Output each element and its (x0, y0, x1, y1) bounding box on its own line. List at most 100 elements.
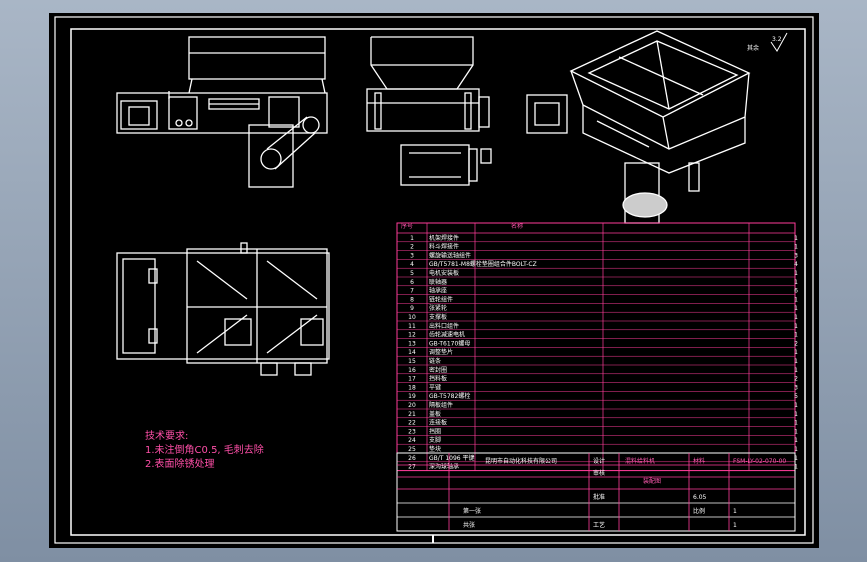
technical-notes: 技术要求: 1.未注倒角C0.5, 毛刺去除 2.表面除锈处理 (145, 429, 264, 470)
bom-row-no: 17 (408, 376, 416, 383)
bom-row-no: 9 (410, 305, 414, 312)
bom-row-qty: 1 (794, 235, 798, 242)
bom-row-name: 机架焊接件 (429, 234, 459, 242)
tb-scale-label: 比例 (693, 507, 705, 515)
bom-row-name: 齿轮减速电机 (429, 331, 465, 339)
bom-row-name: 联轴器 (429, 278, 447, 286)
bom-row-qty: 1 (794, 428, 798, 435)
bom-row-name: 盖板 (429, 410, 441, 418)
bom-header-no: 序号 (401, 222, 413, 230)
bom-row-qty: 3 (794, 252, 798, 259)
tb-process-label: 工艺 (593, 521, 605, 529)
svg-text:其余: 其余 (747, 44, 759, 52)
bom-row-no: 5 (410, 270, 414, 277)
bom-row-qty: 1 (794, 279, 798, 286)
bom-row-no: 13 (408, 340, 416, 347)
bom-row-no: 7 (410, 288, 414, 295)
bom-row-qty: 1 (794, 420, 798, 427)
bom-header-name: 名称 (511, 222, 523, 230)
bom-row-no: 15 (408, 358, 416, 365)
bom-row-no: 24 (408, 437, 416, 444)
bom-row-no: 12 (408, 332, 416, 339)
bom-row-name: 垫块 (429, 445, 441, 453)
bom-row-qty: 1 (794, 402, 798, 409)
bom-row-no: 22 (408, 420, 416, 427)
notes-title: 技术要求: (145, 429, 188, 442)
tb-material-label: 材料 (693, 457, 705, 465)
title-block: 昆明市自动化科技有限公司 设计 审核 批准 工艺 混料给料机 装配图 材料 FS… (396, 452, 796, 532)
bom-row-name: 平键 (429, 383, 441, 391)
bom-row-name: GB-T5782螺栓 (429, 392, 470, 400)
bom-row-qty: 1 (794, 314, 798, 321)
bom-row-name: 料斗焊接件 (429, 243, 459, 251)
bom-row-name: 挡圈 (429, 427, 441, 435)
bom-row-no: 26 (408, 455, 416, 462)
tb-company: 昆明市自动化科技有限公司 (485, 457, 557, 465)
bom-row-qty: 1 (794, 411, 798, 418)
bom-row-qty: 1 (794, 367, 798, 374)
tb-approve-label: 批准 (593, 493, 605, 501)
bom-row-qty: 5 (794, 393, 798, 400)
tb-weight: 6.05 (693, 494, 707, 501)
tb-total-label: 共张 (463, 521, 475, 529)
bom-row-no: 20 (408, 402, 416, 409)
bom-row-qty: 1 (794, 464, 798, 471)
bom-row-qty: 1 (794, 455, 798, 462)
bom-row-qty: 3 (794, 384, 798, 391)
tb-drawing-no: FSM-LY-02-070-00 (733, 458, 786, 465)
bom-row-name: GB/T 1096 平键 (429, 454, 475, 462)
top-view (116, 242, 330, 376)
tb-check-label: 审核 (593, 469, 605, 477)
bom-row-qty: 1 (794, 244, 798, 251)
bom-row-qty: 1 (794, 296, 798, 303)
bom-row-no: 2 (410, 244, 414, 251)
tb-drawing-name: 混料给料机 (625, 457, 655, 465)
bom-row-qty: 1 (794, 446, 798, 453)
bom-row-no: 21 (408, 411, 416, 418)
notes-line-2: 2.表面除锈处理 (145, 457, 215, 470)
cad-drawing: 3.2 其余 (54, 16, 814, 544)
bom-row-name: 深沟球轴承 (429, 463, 459, 471)
tb-sheets-value: 1 (733, 522, 737, 529)
bom-row-qty: 1 (794, 270, 798, 277)
inner-border (70, 28, 806, 536)
bom-row-no: 1 (410, 235, 414, 242)
bom-row-no: 4 (410, 261, 414, 268)
bom-row-no: 14 (408, 349, 416, 356)
side-view (366, 36, 492, 186)
front-view (116, 36, 328, 188)
tb-scale-value: 1 (733, 508, 737, 515)
roughness-symbol: 3.2 其余 (747, 32, 788, 52)
bom-row-name: 支撑板 (429, 313, 447, 321)
bom-row-name: 张紧轮 (429, 304, 447, 312)
bom-row-name: 挡料板 (429, 375, 447, 383)
bom-row-qty: 1 (794, 349, 798, 356)
bom-row-qty: 6 (794, 288, 798, 295)
drawing-sheet: 3.2 其余 (49, 13, 819, 548)
bom-row-no: 11 (408, 323, 416, 330)
bom-row-name: 螺旋输送轴组件 (429, 251, 471, 259)
bom-row-no: 27 (408, 464, 416, 471)
bom-row-no: 6 (410, 279, 414, 286)
bom-row-name: 轴承座 (429, 287, 447, 295)
bom-row-name: 密封圈 (429, 366, 447, 374)
bom-row-qty: 1 (794, 332, 798, 339)
bom-row-qty: 2 (794, 376, 798, 383)
bom-row-name: GB/T5781-M8螺栓垫圈组合件BOLT-CZ (429, 260, 537, 268)
bom-row-qty: 2 (794, 340, 798, 347)
bom-row-no: 8 (410, 296, 414, 303)
notes-line-1: 1.未注倒角C0.5, 毛刺去除 (145, 443, 264, 456)
svg-text:3.2: 3.2 (772, 36, 782, 43)
bom-row-qty: 1 (794, 437, 798, 444)
bom-row-name: 调整垫片 (429, 348, 453, 356)
bom-row-name: 隔板组件 (429, 401, 453, 409)
bom-row-no: 25 (408, 446, 416, 453)
bom-row-name: 链条 (429, 357, 441, 365)
bom-row-no: 16 (408, 367, 416, 374)
bom-row-no: 19 (408, 393, 416, 400)
bom-row-name: 连接板 (429, 419, 447, 427)
tb-design-label: 设计 (593, 457, 605, 465)
bom-row-name: GB-T6170螺母 (429, 339, 470, 347)
tb-sheet-label: 第一张 (463, 507, 481, 515)
bom-row-no: 3 (410, 252, 414, 259)
